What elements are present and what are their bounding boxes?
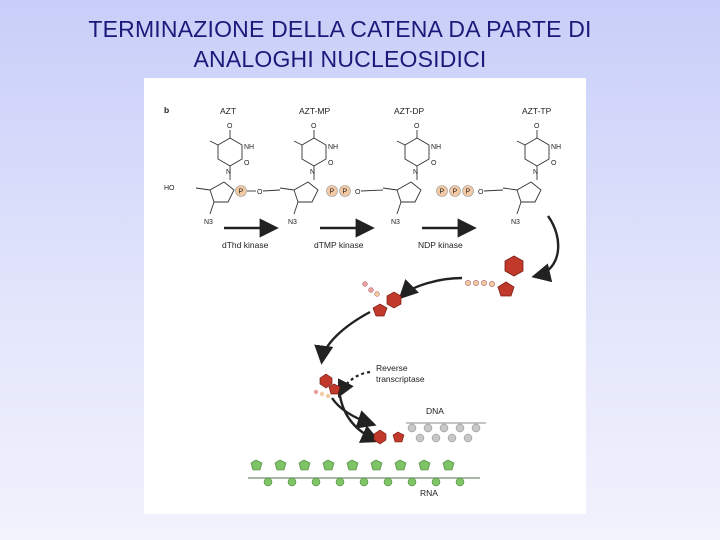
svg-text:O: O: [257, 189, 263, 196]
phosphate-group-azt: P O: [235, 185, 281, 197]
svg-text:P: P: [239, 189, 244, 196]
enzyme-label-dthd-kinase: dThd kinase: [222, 240, 269, 250]
phosphate-group-azt-mp: P P O: [326, 185, 384, 197]
compound-label-azt-tp: AZT-TP: [522, 106, 552, 116]
title-line-2: ANALOGHI NUCLEOSIDICI: [193, 46, 487, 72]
svg-text:NH: NH: [244, 144, 254, 151]
phosphate-group-azt-dp: P P P O: [436, 185, 504, 197]
enzyme-label-ndp-kinase: NDP kinase: [418, 240, 463, 250]
reverse-transcriptase-label-2: transcriptase: [376, 374, 425, 384]
rna-label: RNA: [420, 488, 438, 498]
activation-arrow: [531, 215, 560, 283]
svg-text:P: P: [343, 189, 348, 196]
svg-text:P: P: [453, 189, 458, 196]
panel-label: b: [164, 105, 169, 115]
svg-text:P: P: [466, 189, 471, 196]
svg-text:N3: N3: [391, 219, 400, 226]
mechanism-diagram: b AZT AZT-MP AZT-DP AZT-TP O NH O N HO N…: [164, 105, 561, 498]
svg-text:P: P: [330, 189, 335, 196]
svg-text:NH: NH: [431, 144, 441, 151]
title-line-1: TERMINAZIONE DELLA CATENA DA PARTE DI: [88, 16, 592, 42]
svg-text:O: O: [431, 160, 437, 167]
svg-text:O: O: [534, 123, 540, 130]
svg-text:O: O: [355, 189, 361, 196]
termination-arrow-2: [338, 395, 381, 443]
svg-text:O: O: [244, 160, 250, 167]
svg-text:N3: N3: [288, 219, 297, 226]
figure-panel: b AZT AZT-MP AZT-DP AZT-TP O NH O N HO N…: [144, 78, 586, 514]
svg-text:N3: N3: [204, 219, 213, 226]
compound-label-azt: AZT: [220, 106, 236, 116]
svg-text:O: O: [227, 123, 233, 130]
compound-label-azt-dp: AZT-DP: [394, 106, 425, 116]
svg-text:P: P: [440, 189, 445, 196]
rt-dashed-arrow: [338, 370, 371, 398]
incorporation-arrow: [314, 310, 371, 365]
azt-tp-analog-icon: [465, 255, 524, 297]
svg-text:N: N: [413, 169, 418, 176]
compound-label-azt-mp: AZT-MP: [299, 106, 330, 116]
binding-arrow: [398, 276, 463, 300]
svg-text:N: N: [310, 169, 315, 176]
dna-strand: [373, 422, 486, 445]
termination-arrow-1: [331, 397, 377, 429]
reverse-transcriptase-label-1: Reverse: [376, 363, 408, 373]
azt-dp-structure: O NH O N N3: [382, 123, 441, 226]
svg-text:O: O: [551, 160, 557, 167]
rna-strand: [248, 459, 480, 487]
slide-title: TERMINAZIONE DELLA CATENA DA PARTE DI AN…: [0, 14, 680, 74]
svg-text:N3: N3: [511, 219, 520, 226]
svg-text:HO: HO: [164, 185, 175, 192]
enzyme-label-dtmp-kinase: dTMP kinase: [314, 240, 364, 250]
analog-at-site-icon: [313, 373, 341, 399]
svg-text:O: O: [328, 160, 334, 167]
svg-text:NH: NH: [328, 144, 338, 151]
azt-mp-structure: O NH O N N3: [279, 123, 338, 226]
dna-label: DNA: [426, 406, 444, 416]
svg-text:O: O: [478, 189, 484, 196]
svg-text:O: O: [414, 123, 420, 130]
azt-structure: O NH O N HO N3: [164, 123, 254, 226]
svg-text:NH: NH: [551, 144, 561, 151]
azt-tp-structure: O NH O N N3: [502, 123, 561, 226]
svg-text:O: O: [311, 123, 317, 130]
analog-near-rt-icon: [362, 281, 402, 317]
svg-text:N: N: [226, 169, 231, 176]
svg-text:N: N: [533, 169, 538, 176]
